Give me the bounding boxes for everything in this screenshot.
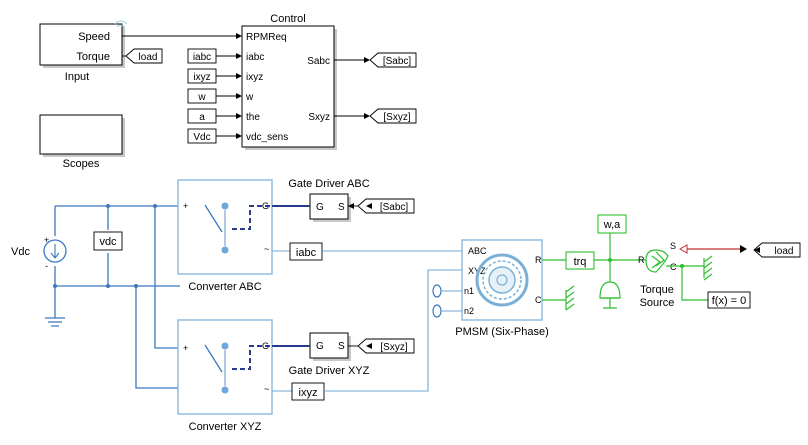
svg-text:[Sabc]: [Sabc]: [383, 56, 412, 67]
svg-text:[Sxyz]: [Sxyz]: [380, 342, 407, 353]
svg-text:iabc: iabc: [296, 247, 317, 259]
mechanical-reference-source: [703, 255, 713, 281]
svg-text:[Sxyz]: [Sxyz]: [383, 112, 410, 123]
from-tag-sxyz[interactable]: [Sxyz]: [357, 338, 415, 354]
speed-sensor-wa[interactable]: w,a: [597, 214, 627, 234]
svg-text:G: G: [316, 202, 324, 213]
dc-voltage-source[interactable]: + - Vdc: [11, 235, 67, 271]
gate-driver-xyz[interactable]: G S Gate Driver XYZ: [289, 332, 370, 377]
svg-text:w,a: w,a: [603, 219, 621, 231]
svg-text:n1: n1: [464, 286, 474, 296]
svg-text:G: G: [316, 341, 324, 352]
gate-driver-abc-title: Gate Driver ABC: [288, 178, 369, 190]
converter-xyz-title: Converter XYZ: [189, 421, 262, 433]
svg-text:~: ~: [264, 384, 269, 394]
goto-tag-sabc[interactable]: [Sabc]: [369, 52, 417, 68]
converter-abc-title: Converter ABC: [188, 281, 261, 293]
torque-sensor-trq[interactable]: trq: [565, 251, 595, 270]
svg-text:ixyz: ixyz: [299, 387, 318, 399]
from-tag-w[interactable]: w: [187, 88, 217, 104]
svg-text:S: S: [338, 202, 345, 213]
svg-text:+: +: [183, 343, 188, 353]
svg-text:C: C: [670, 262, 677, 272]
svg-text:R: R: [638, 255, 645, 265]
svg-text:-: -: [45, 261, 48, 271]
svg-text:n2: n2: [464, 306, 474, 316]
input-block[interactable]: Speed Torque Input: [39, 23, 125, 83]
neutral-port-n2: [432, 304, 462, 318]
torque-source-title-2: Source: [640, 297, 675, 309]
svg-text:f(x) = 0: f(x) = 0: [712, 295, 747, 307]
torque-source-title-1: Torque: [640, 284, 674, 296]
svg-text:load: load: [139, 52, 158, 63]
svg-text:+: +: [183, 201, 188, 211]
svg-text:ABC: ABC: [468, 246, 487, 256]
motor-icon: [475, 253, 529, 307]
current-sensor-iabc[interactable]: iabc: [289, 242, 323, 261]
control-block[interactable]: Control RPMReq iabc ixyz w the vdc_sens …: [241, 13, 337, 150]
gate-driver-xyz-title: Gate Driver XYZ: [289, 365, 370, 377]
control-in-iabc: iabc: [246, 52, 264, 63]
from-tag-sabc[interactable]: [Sabc]: [357, 198, 415, 214]
input-port-torque: Torque: [76, 51, 110, 63]
from-tag-load[interactable]: load: [753, 242, 801, 258]
wifi-icon: [114, 20, 128, 28]
current-sensor-ixyz[interactable]: ixyz: [291, 382, 325, 401]
converter-xyz[interactable]: + G ~ Converter XYZ: [177, 319, 273, 433]
control-in-the: the: [246, 112, 260, 123]
svg-text:iabc: iabc: [193, 52, 211, 63]
svg-text:Vdc: Vdc: [193, 132, 210, 143]
torque-source[interactable]: R S C Torque Source: [638, 241, 677, 309]
goto-tag-load[interactable]: load: [125, 48, 163, 64]
ground-symbol: [45, 317, 65, 327]
svg-text:S: S: [670, 241, 676, 251]
svg-text:C: C: [535, 295, 542, 305]
input-block-title: Input: [65, 71, 89, 83]
neutral-port-n1: [432, 284, 462, 298]
svg-text:~: ~: [264, 244, 269, 254]
svg-text:load: load: [775, 246, 794, 257]
svg-text:trq: trq: [574, 256, 587, 268]
svg-text:ixyz: ixyz: [193, 72, 210, 83]
goto-tag-sxyz[interactable]: [Sxyz]: [369, 108, 417, 124]
control-in-ixyz: ixyz: [246, 72, 263, 83]
converter-abc[interactable]: + G ~ Converter ABC: [177, 179, 273, 293]
from-tag-iabc[interactable]: iabc: [187, 48, 217, 64]
control-out-sabc: Sabc: [307, 56, 330, 67]
control-out-sxyz: Sxyz: [308, 112, 330, 123]
gate-driver-abc[interactable]: G S Gate Driver ABC: [288, 178, 370, 222]
voltage-sensor-vdc[interactable]: vdc: [93, 231, 123, 251]
scopes-block[interactable]: Scopes: [39, 114, 125, 170]
pmsm-title: PMSM (Six-Phase): [455, 326, 549, 338]
input-port-speed: Speed: [78, 31, 110, 43]
from-tag-ixyz[interactable]: ixyz: [187, 68, 217, 84]
svg-text:+: +: [44, 235, 49, 245]
svg-text:S: S: [338, 341, 345, 352]
inertia-icon: [599, 281, 621, 309]
solver-configuration[interactable]: f(x) = 0: [707, 291, 751, 309]
control-in-vdc-sens: vdc_sens: [246, 132, 288, 143]
control-block-title: Control: [270, 13, 305, 25]
svg-text:XYZ: XYZ: [468, 266, 486, 276]
svg-text:vdc: vdc: [99, 236, 117, 248]
from-tag-a[interactable]: a: [187, 108, 217, 124]
control-in-w: w: [245, 92, 254, 103]
from-tag-vdc[interactable]: Vdc: [187, 128, 217, 144]
dc-source-label: Vdc: [11, 246, 30, 258]
svg-text:a: a: [199, 112, 205, 123]
mechanical-reference-motor: [565, 285, 575, 311]
scopes-block-title: Scopes: [63, 158, 100, 170]
pmsm-six-phase[interactable]: ABC XYZ n1 n2 R C PMSM (Six-Phase): [455, 239, 549, 338]
control-in-rpmreq: RPMReq: [246, 32, 287, 43]
svg-text:w: w: [197, 92, 206, 103]
svg-text:[Sabc]: [Sabc]: [380, 202, 409, 213]
svg-text:R: R: [535, 255, 542, 265]
